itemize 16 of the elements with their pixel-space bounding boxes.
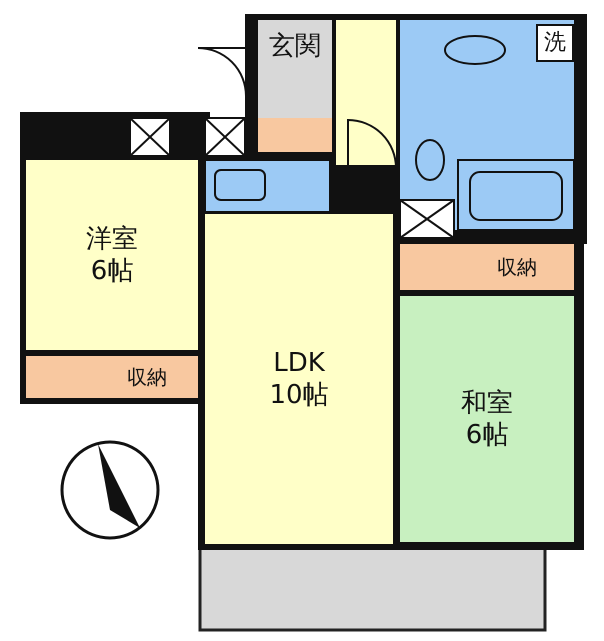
laundry-space (536, 24, 574, 62)
room-size: 6帖 (90, 255, 134, 287)
room-name: 収納 (127, 365, 167, 389)
room-size: 10帖 (269, 379, 329, 411)
room-size: 6帖 (466, 419, 508, 451)
japanese-room (400, 296, 574, 542)
room-name: LDK (273, 347, 325, 379)
living-dining-kitchen (205, 214, 393, 544)
western-room (26, 160, 198, 350)
room-name: 和室 (461, 387, 513, 419)
closet (26, 356, 198, 398)
room-name: 収納 (497, 255, 537, 279)
room-name: 洋室 (86, 223, 138, 255)
room-name: 洗 (544, 30, 566, 56)
closet (400, 244, 574, 290)
room-name: 玄関 (269, 30, 321, 62)
